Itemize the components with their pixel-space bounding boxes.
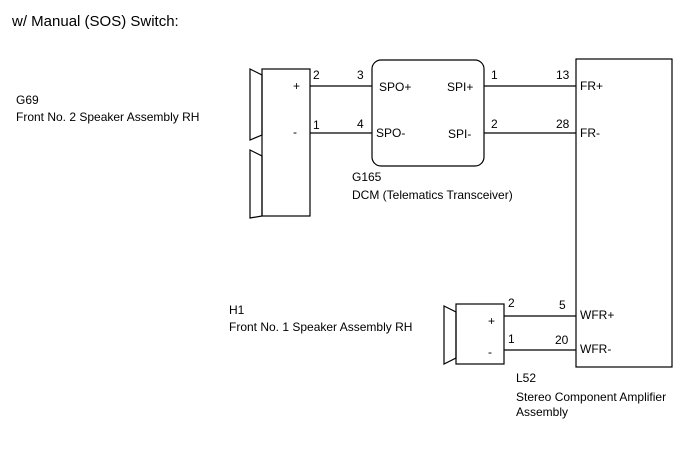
l52-fr-minus-label: FR- — [580, 126, 600, 140]
g69-name: Front No. 2 Speaker Assembly RH — [16, 110, 199, 124]
l52-wfr-minus-label: WFR- — [580, 342, 611, 356]
g69-pin-plus: 2 — [313, 68, 320, 82]
g165-spo-plus-label: SPO+ — [379, 80, 411, 94]
l52-wfr-plus-label: WFR+ — [580, 308, 614, 322]
g69-code: G69 — [16, 93, 39, 107]
g69-plus-sign: + — [293, 79, 300, 93]
l52-fr-plus-pin: 13 — [556, 68, 570, 82]
g165-spi-plus-label: SPI+ — [447, 80, 473, 94]
g165-name: DCM (Telematics Transceiver) — [352, 188, 513, 202]
g165-spi-plus-pin: 1 — [491, 68, 498, 82]
l52-fr-minus-pin: 28 — [556, 117, 570, 131]
g165-spo-minus-label: SPO- — [376, 126, 405, 140]
g69-minus-sign: - — [293, 125, 297, 139]
g165-dcm-box — [371, 59, 485, 167]
h1-pin-plus: 2 — [508, 296, 515, 310]
h1-code: H1 — [229, 303, 245, 317]
l52-fr-plus-label: FR+ — [580, 79, 603, 93]
l52-code: L52 — [516, 371, 536, 385]
g165-spo-plus-pin: 3 — [357, 68, 364, 82]
h1-pin-minus: 1 — [508, 332, 515, 346]
g69-pin-minus: 1 — [313, 118, 320, 132]
l52-wfr-minus-pin: 20 — [555, 333, 569, 347]
l52-name-line2: Assembly — [516, 405, 568, 419]
g165-spi-minus-pin: 2 — [491, 117, 498, 131]
h1-plus-sign: + — [488, 314, 495, 328]
g165-code: G165 — [352, 170, 382, 184]
h1-name: Front No. 1 Speaker Assembly RH — [229, 320, 412, 334]
h1-speaker-symbol — [443, 303, 505, 365]
g165-spo-minus-pin: 4 — [357, 117, 364, 131]
diagram-title: w/ Manual (SOS) Switch: — [11, 13, 179, 30]
l52-name-line1: Stereo Component Amplifier — [516, 390, 666, 404]
h1-minus-sign: - — [488, 345, 492, 359]
g165-spi-minus-label: SPI- — [448, 127, 471, 141]
l52-amplifier-box — [575, 58, 673, 368]
l52-wfr-plus-pin: 5 — [559, 298, 566, 312]
g69-speaker-symbol — [249, 68, 311, 219]
